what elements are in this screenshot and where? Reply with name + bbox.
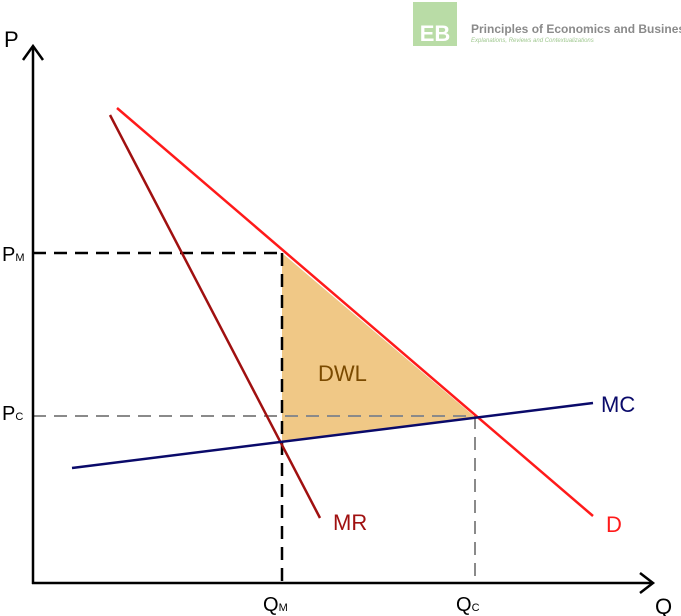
logo-mark-text: EB (420, 21, 451, 46)
y-axis-label: P (4, 27, 19, 52)
pm-tick-label: PM (2, 244, 25, 266)
mr-label: MR (333, 510, 367, 535)
demand-curve (116, 107, 594, 517)
mc-label: MC (601, 392, 635, 417)
pc-tick-label: PC (2, 403, 23, 425)
mr-curve (108, 114, 322, 519)
y-axis (21, 43, 45, 584)
x-axis (32, 572, 656, 594)
x-axis-arrow-icon (639, 572, 656, 594)
mc-curve (71, 401, 594, 470)
y-axis-arrow-icon (21, 43, 45, 61)
qc-tick-label: QC (456, 594, 480, 616)
demand-label: D (606, 512, 622, 537)
x-axis-label: Q (655, 594, 672, 616)
logo-mark (413, 2, 457, 46)
logo-subtitle: Explanations, Reviews and Contextualizat… (471, 38, 594, 44)
dwl-area (282, 253, 475, 442)
logo: EB Principles of Economics and Business … (413, 2, 681, 46)
qm-tick-label: QM (263, 594, 288, 616)
dwl-label: DWL (318, 361, 367, 386)
logo-title: Principles of Economics and Business (471, 22, 681, 36)
